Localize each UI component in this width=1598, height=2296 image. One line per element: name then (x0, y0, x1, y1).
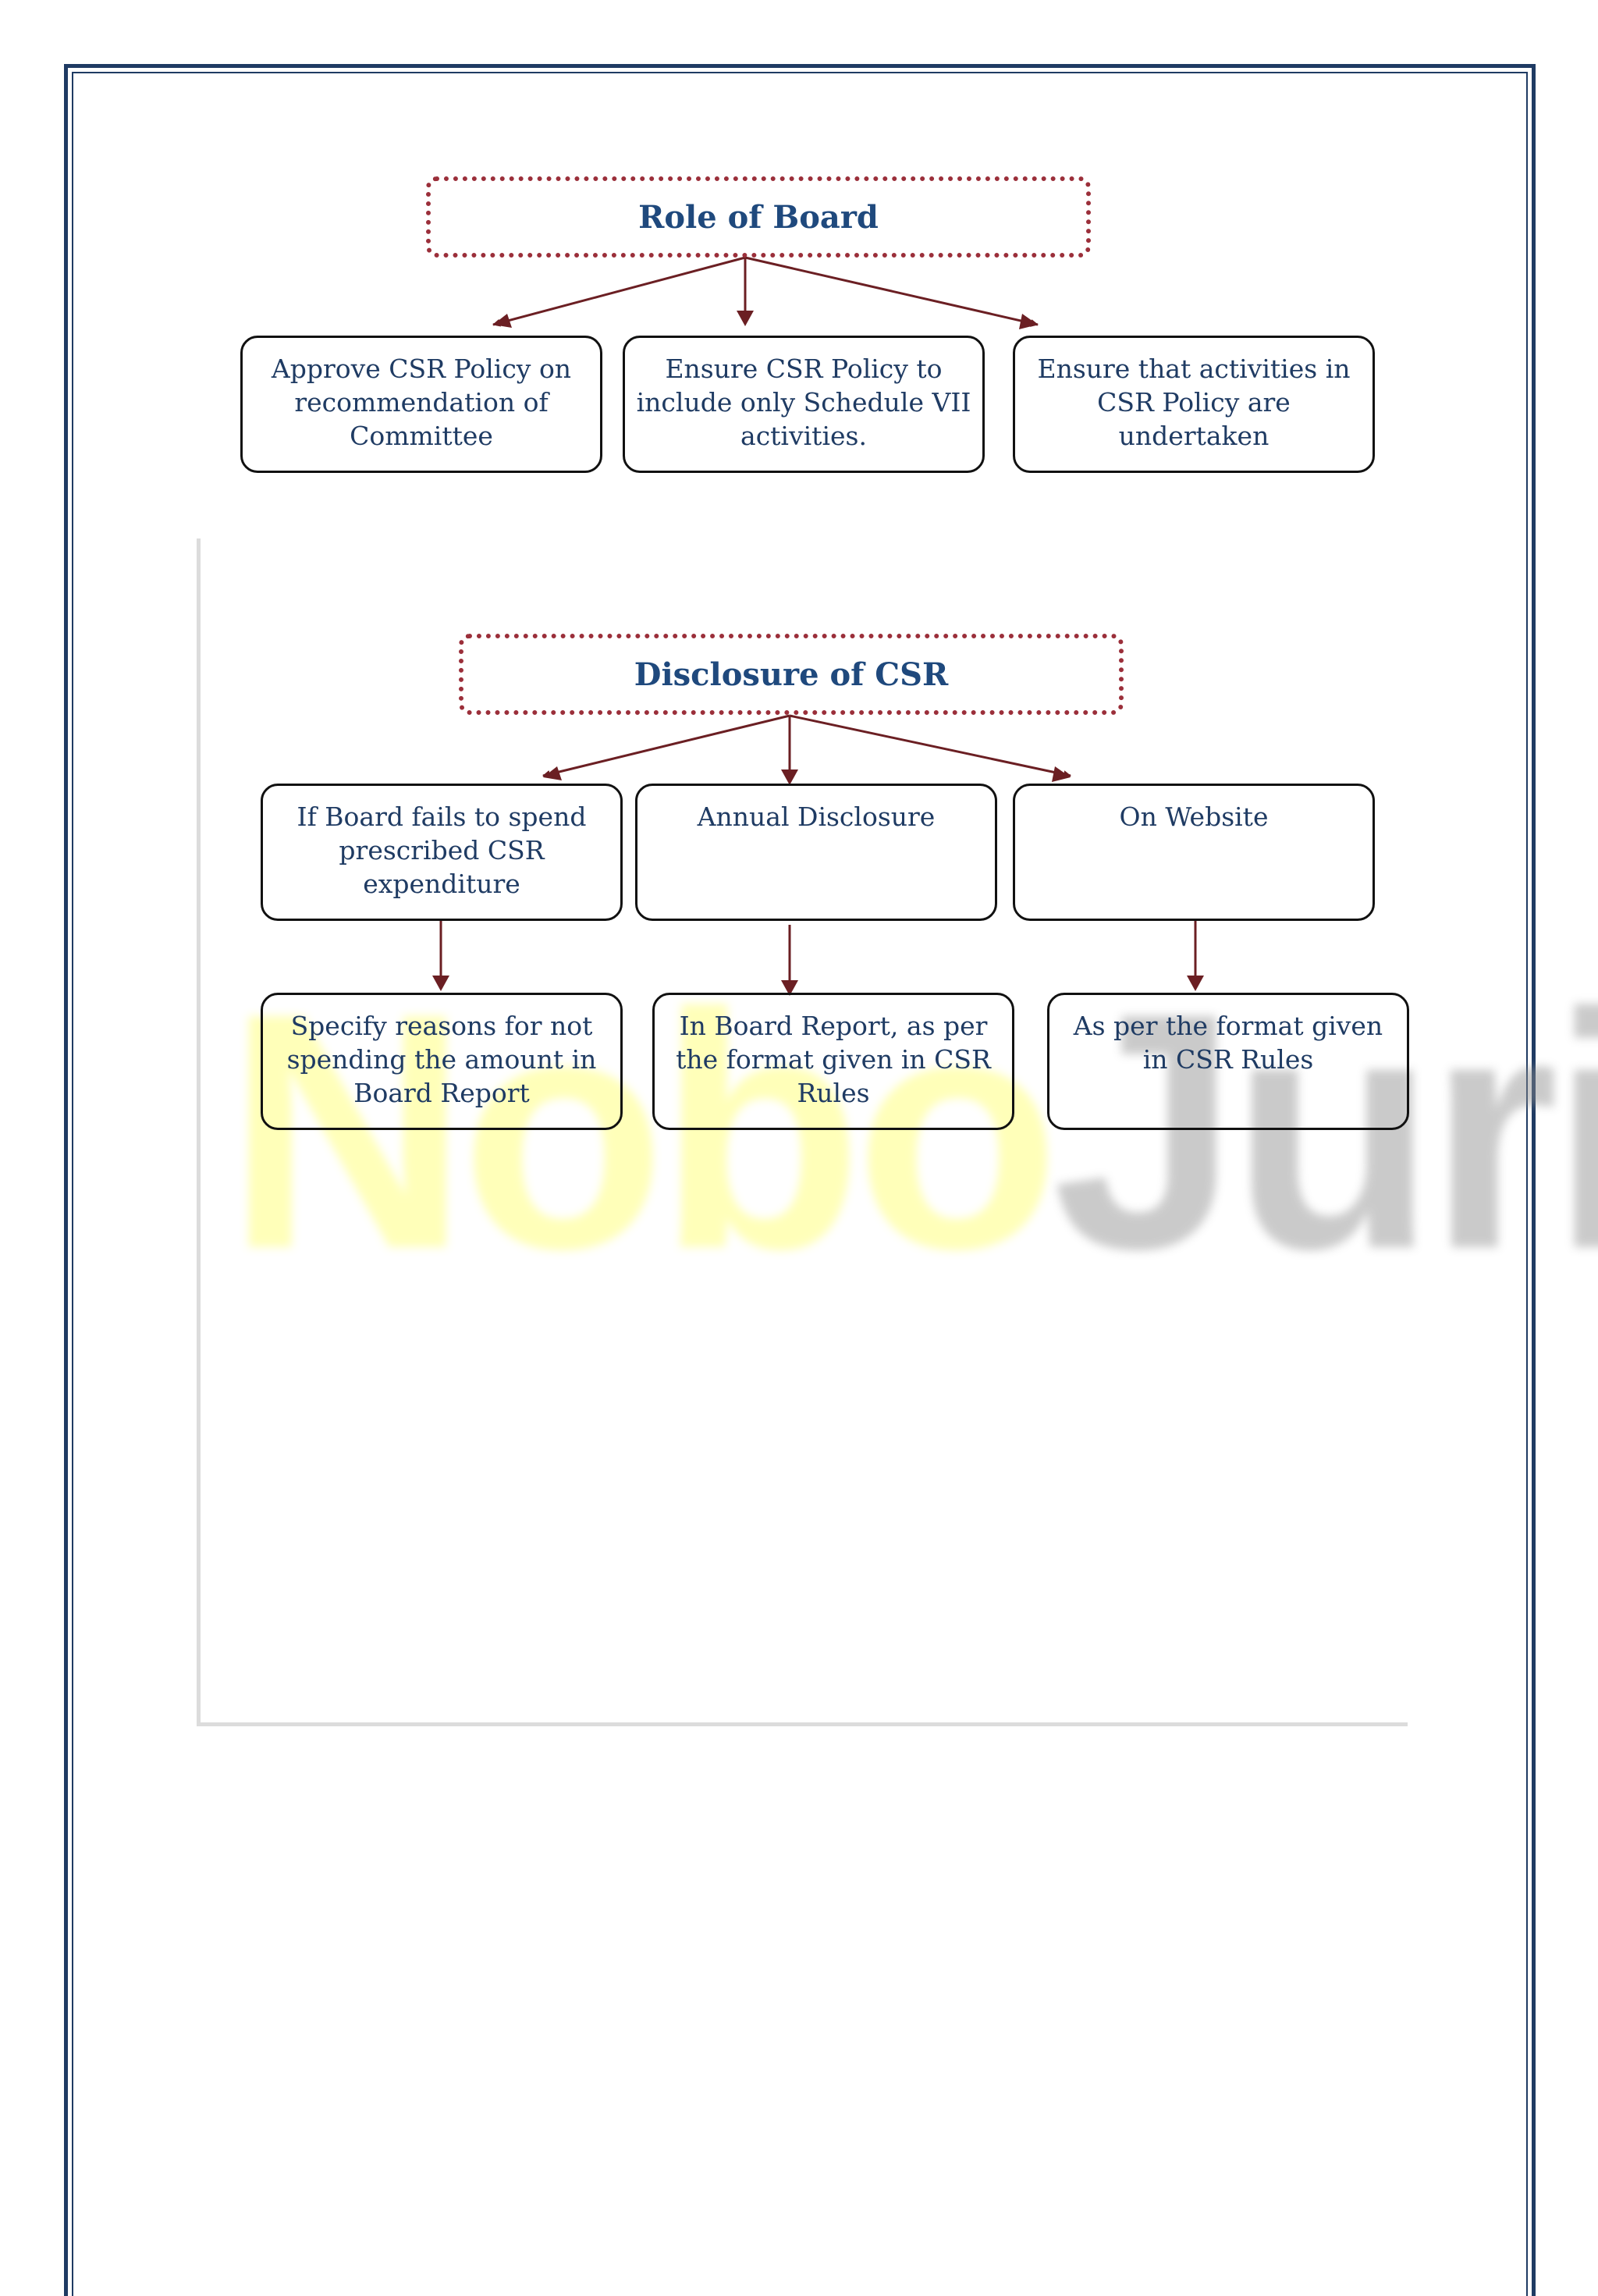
arrowhead-rob-2 (737, 311, 754, 326)
page-frame-outer (64, 64, 1536, 2296)
disclosure-node-annual: Annual Disclosure (635, 784, 997, 921)
arrow-rob-3 (744, 256, 1039, 327)
disclosure-node-csr-rules-format-text: As per the format given in CSR Rules (1073, 1011, 1383, 1075)
role-node-approve-policy: Approve CSR Policy on recommendation of … (240, 336, 602, 473)
arrow-rob-1 (492, 256, 746, 327)
arrowhead-down-3 (1187, 976, 1204, 991)
disclosure-node-board-report-format: In Board Report, as per the format given… (652, 993, 1014, 1130)
disclosure-of-csr-title: Disclosure of CSR (459, 634, 1124, 715)
disclosure-of-csr-title-text: Disclosure of CSR (634, 656, 949, 693)
disclosure-node-board-fails: If Board fails to spend prescribed CSR e… (261, 784, 623, 921)
arrowhead-dc-1 (543, 766, 562, 780)
diagram-panel (197, 538, 1408, 1726)
arrow-dc-3 (789, 714, 1071, 779)
role-node-schedule-vii-text: Ensure CSR Policy to include only Schedu… (636, 354, 971, 451)
disclosure-node-board-fails-text: If Board fails to spend prescribed CSR e… (297, 801, 587, 899)
disclosure-node-specify-reasons-text: Specify reasons for not spending the amo… (286, 1011, 597, 1108)
role-node-activities-undertaken: Ensure that activities in CSR Policy are… (1013, 336, 1375, 473)
arrowhead-down-2 (781, 980, 798, 996)
watermark: NoboJuris (226, 921, 1598, 1342)
role-of-board-title: Role of Board (426, 176, 1091, 258)
disclosure-node-csr-rules-format: As per the format given in CSR Rules (1047, 993, 1409, 1130)
arrowhead-down-1 (432, 976, 449, 991)
role-node-approve-policy-text: Approve CSR Policy on recommendation of … (271, 354, 572, 451)
role-node-schedule-vii: Ensure CSR Policy to include only Schedu… (623, 336, 985, 473)
watermark-part-2: Juris (1052, 944, 1598, 1319)
watermark-part-1: Nobo (226, 944, 1060, 1319)
arrowhead-dc-3 (1052, 766, 1071, 782)
arrowhead-rob-3 (1019, 314, 1038, 329)
page-frame-inner (72, 72, 1528, 2296)
disclosure-node-specify-reasons: Specify reasons for not spending the amo… (261, 993, 623, 1130)
disclosure-node-website-text: On Website (1119, 801, 1269, 832)
disclosure-node-annual-text: Annual Disclosure (697, 801, 936, 832)
arrow-dc-1 (542, 714, 790, 778)
arrowhead-dc-2 (781, 769, 798, 785)
role-node-activities-undertaken-text: Ensure that activities in CSR Policy are… (1037, 354, 1351, 451)
disclosure-node-board-report-format-text: In Board Report, as per the format given… (676, 1011, 991, 1108)
disclosure-node-website: On Website (1013, 784, 1375, 921)
role-of-board-title-text: Role of Board (638, 198, 879, 236)
arrowhead-rob-1 (493, 314, 512, 328)
